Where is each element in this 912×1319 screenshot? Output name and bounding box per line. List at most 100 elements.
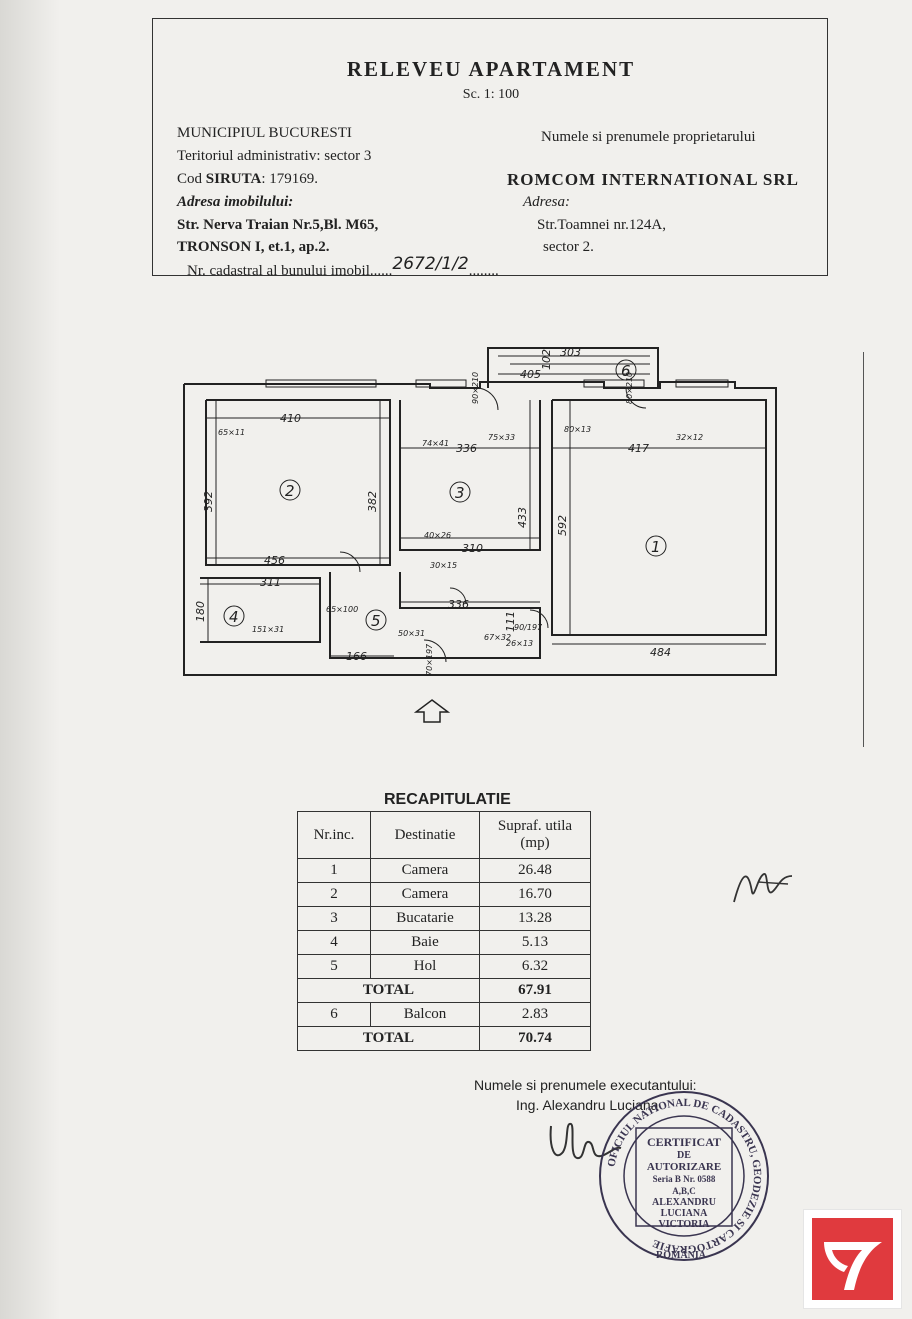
opening-10: 67×32	[484, 633, 511, 642]
stamp-line4: Seria B Nr. 0588	[653, 1174, 716, 1184]
recap-title: RECAPITULATIE	[384, 791, 511, 808]
row-nr: 5	[297, 954, 371, 979]
row-nr: 4	[297, 930, 371, 955]
property-address-line1: Str. Nerva Traian Nr.5,Bl. M65,	[177, 217, 379, 233]
room-2-number: 2	[285, 482, 295, 500]
room-6-number: 6	[621, 362, 631, 380]
dim-room4-height: 180	[194, 601, 207, 622]
owner-address-line2: sector 2.	[543, 239, 594, 255]
owner-label: Numele si prenumele proprietarului	[541, 129, 756, 145]
entrance-arrow-icon	[414, 699, 450, 723]
room-4-walls	[200, 577, 321, 643]
row-nr: 1	[297, 858, 371, 883]
dim-room1-bottom: 484	[650, 646, 671, 659]
opening-5: 32×12	[676, 433, 703, 442]
row-destination: Bucatarie	[370, 906, 480, 931]
grand-total-label: TOTAL	[297, 1026, 480, 1051]
room-3-walls	[399, 400, 541, 551]
opening-12: 26×13	[506, 639, 533, 648]
header-box: RELEVEU APARTAMENT Sc. 1: 100 MUNICIPIUL…	[152, 18, 828, 279]
paper-shadow	[0, 0, 60, 1319]
total-row: TOTAL 67.91	[297, 978, 591, 1003]
dim-balcony-outer: 303	[560, 346, 581, 359]
floor-plan: 2 3 1 4 5 6 303 405 102 410 392 382 456 …	[183, 346, 777, 676]
dim-room3-height: 433	[516, 507, 529, 528]
authorization-stamp: OFICIUL NATIONAL DE CADASTRU, GEODEZIE S…	[599, 1091, 769, 1261]
dim-balcony-inner: 405	[520, 368, 541, 381]
header-area-line2: (mp)	[520, 835, 550, 851]
stamp-country: ROMÂNIA	[656, 1249, 707, 1261]
room-5-number: 5	[371, 612, 381, 630]
opening-3: 75×33	[488, 433, 515, 442]
row-nr: 6	[297, 1002, 371, 1027]
row-destination: Camera	[370, 882, 480, 907]
room-1-walls	[551, 399, 767, 636]
room-2-walls	[205, 399, 391, 566]
dim-room2-bottom: 456	[264, 554, 285, 567]
recap-table: Nr.inc. Destinatie Supraf. utila (mp) 1 …	[297, 811, 591, 1051]
grand-total-value: 70.74	[479, 1026, 591, 1051]
total-value: 67.91	[479, 978, 591, 1003]
dim-room3-bottom: 310	[462, 542, 483, 555]
brand-logo-icon	[812, 1218, 893, 1300]
dim-balcony-depth: 102	[540, 349, 553, 370]
siruta-code: Cod SIRUTA: 179169.	[177, 171, 318, 188]
opening-4: 80×13	[564, 425, 591, 434]
dim-room4-width: 311	[260, 576, 281, 589]
room-4-number: 4	[229, 608, 239, 626]
stamp-line1: CERTIFICAT	[647, 1135, 721, 1149]
dim-room2-left: 392	[202, 491, 215, 512]
table-row: 6 Balcon 2.83	[297, 1002, 591, 1027]
document-scale: Sc. 1: 100	[462, 87, 520, 102]
document-title: RELEVEU APARTAMENT	[346, 57, 636, 81]
total-label: TOTAL	[297, 978, 480, 1003]
opening-2: 74×41	[422, 439, 449, 448]
opening-14: 80×210	[625, 372, 634, 404]
opening-6: 40×26	[424, 531, 451, 540]
recap-header-row: Nr.inc. Destinatie Supraf. utila (mp)	[297, 811, 591, 859]
room-3-number: 3	[455, 484, 465, 502]
header-area-line1: Supraf. utila	[497, 818, 573, 834]
row-area: 26.48	[479, 858, 591, 883]
siruta-key: SIRUTA	[205, 171, 262, 187]
row-nr: 2	[297, 882, 371, 907]
header-area: Supraf. utila (mp)	[479, 811, 591, 859]
table-row: 2 Camera 16.70	[297, 882, 591, 907]
outer-wall	[183, 381, 777, 676]
opening-11: 90/197	[514, 623, 543, 632]
row-area: 13.28	[479, 906, 591, 931]
stamp-line7: LUCIANA	[661, 1208, 708, 1219]
stamp-line8: VICTORIA	[659, 1219, 711, 1230]
room-1-number: 1	[651, 538, 661, 556]
row-area: 6.32	[479, 954, 591, 979]
opening-13: 90×210	[471, 372, 480, 404]
dim-room1-top: 417	[628, 442, 649, 455]
opening-1: 65×11	[218, 428, 245, 437]
siruta-label: Cod	[177, 171, 203, 187]
municipality: MUNICIPIUL BUCURESTI	[177, 125, 352, 141]
property-address-line2: TRONSON I, et.1, ap.2.	[177, 239, 330, 255]
row-area: 5.13	[479, 930, 591, 955]
dim-room3-width: 336	[456, 442, 477, 455]
dim-room2-top: 410	[280, 412, 301, 425]
stamp-line5: A,B,C	[672, 1186, 696, 1196]
property-address-label: Adresa imobilului:	[177, 194, 294, 210]
opening-8: 151×31	[252, 625, 284, 634]
owner-address-line1: Str.Toamnei nr.124A,	[537, 217, 666, 233]
cadastral-number: Nr. cadastral al bunului imobil......267…	[187, 254, 499, 280]
table-row: 4 Baie 5.13	[297, 930, 591, 955]
cadastral-dots-right: ........	[468, 263, 499, 279]
row-nr: 3	[297, 906, 371, 931]
cadastral-label: Nr. cadastral al bunului imobil	[187, 263, 370, 279]
executant-label: Numele si prenumele executantului:	[474, 1077, 697, 1093]
executant-name: Ing. Alexandru Luciana	[516, 1097, 659, 1113]
opening-15: 70×197	[425, 643, 434, 676]
table-row: 1 Camera 26.48	[297, 858, 591, 883]
cadastral-value: 2672/1/2	[392, 254, 469, 274]
row-area: 2.83	[479, 1002, 591, 1027]
owner-name: ROMCOM INTERNATIONAL SRL	[507, 170, 799, 189]
initials-signature	[733, 873, 793, 903]
brand-logo	[803, 1209, 902, 1309]
territory: Teritoriul administrativ: sector 3	[177, 148, 372, 164]
row-destination: Camera	[370, 858, 480, 883]
